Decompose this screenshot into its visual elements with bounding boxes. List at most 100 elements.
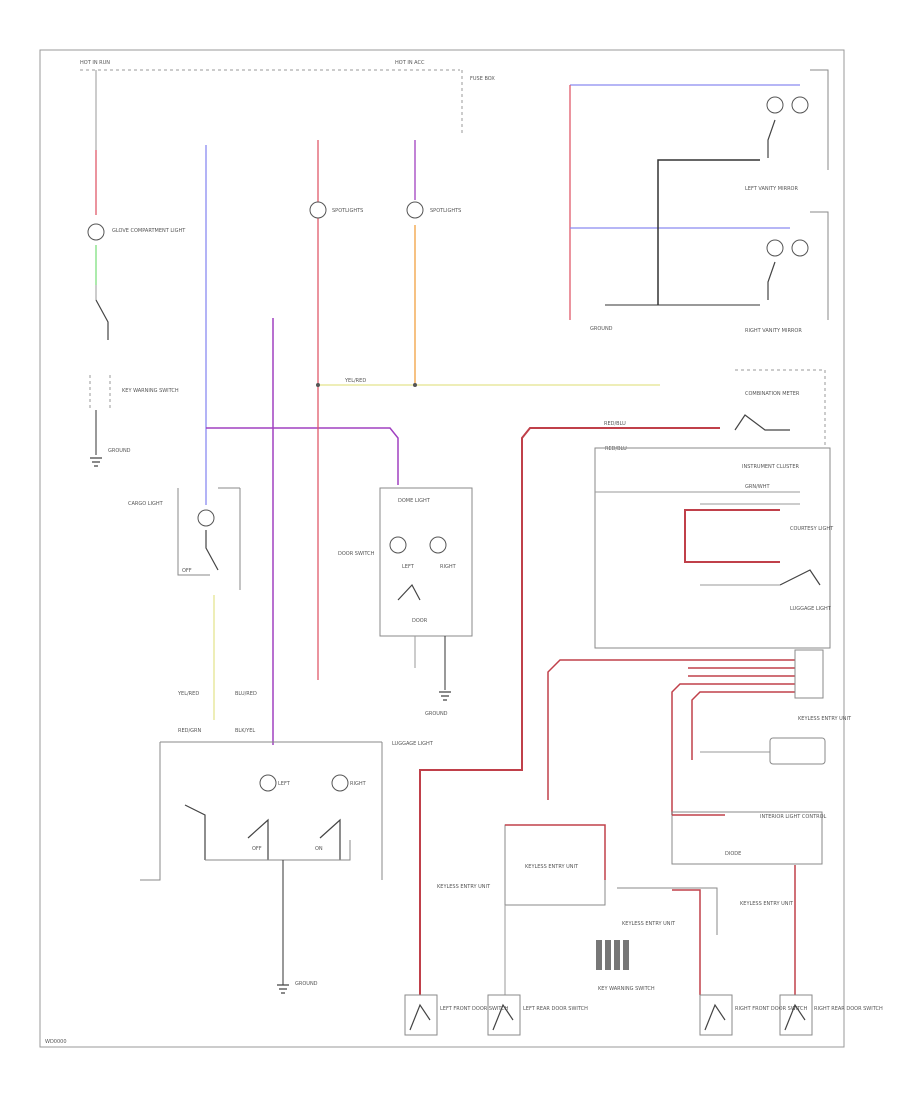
- connector-pin-2: [605, 940, 611, 970]
- ground-icon-2: [439, 691, 451, 701]
- rr-door-switch-icon: [784, 1003, 806, 1031]
- keyless-left-label: KEYLESS ENTRY UNIT: [437, 884, 491, 890]
- wire-darkred-1: [419, 427, 720, 995]
- hot-in-run-label: HOT IN RUN: [80, 60, 110, 66]
- luggage-box-left: [140, 742, 161, 881]
- left-mirror-label: LEFT VANITY MIRROR: [745, 186, 798, 192]
- luggage-switch-1-icon: [184, 804, 206, 860]
- rf-door-label: RIGHT FRONT DOOR SWITCH: [735, 1006, 808, 1012]
- connector-label: KEYLESS ENTRY UNIT: [622, 921, 676, 927]
- wire-black-mirror: [657, 159, 760, 305]
- combination-meter-label: COMBINATION METER: [745, 391, 800, 397]
- mirror-ground-label: GROUND: [590, 326, 613, 332]
- luggage-off-text: OFF: [252, 846, 262, 852]
- diagram-frame: [39, 49, 845, 1048]
- lr-door-switch-icon: [492, 1003, 514, 1031]
- fuse-box-label: FUSE BOX: [470, 76, 495, 82]
- connector-c1: [794, 649, 824, 699]
- cluster-switch-icon: [779, 569, 821, 586]
- dome-right-bulb-icon: [429, 536, 447, 554]
- rr-door-switch-box: [779, 994, 813, 1036]
- blu-red-label: BLU/RED: [235, 691, 257, 697]
- dome-door-text: DOOR: [412, 618, 428, 624]
- luggage-right-text: RIGHT: [350, 781, 367, 787]
- luggage-switch-3-icon: [319, 818, 341, 860]
- cargo-off-label: OFF: [182, 568, 192, 574]
- rf-door-switch-box: [699, 994, 733, 1036]
- blk-yel-label: BLK/YEL: [235, 728, 255, 734]
- keyless-entry-box-label: KEYLESS ENTRY UNIT: [525, 864, 579, 870]
- keyless-unit-box: [769, 737, 826, 765]
- courtesy-light-label: COURTESY LIGHT: [790, 526, 834, 532]
- rf-door-switch-icon: [704, 1003, 726, 1031]
- wire-darkred-3: [547, 659, 795, 800]
- ground-icon-3: [277, 984, 289, 994]
- connector-pin-1: [596, 940, 602, 970]
- dome-left-text: LEFT: [402, 564, 415, 570]
- keyless-right-label: KEYLESS ENTRY UNIT: [740, 901, 794, 907]
- wire-darkred-6: [671, 683, 795, 815]
- wire-purple-2: [206, 427, 399, 485]
- red-blu-label-1: RED/BLU: [604, 421, 626, 427]
- right-mirror-box: [810, 211, 829, 320]
- red-blu-label-2: RED/BLU: [605, 446, 627, 452]
- keyless-entry-label: KEYLESS ENTRY UNIT: [798, 716, 852, 722]
- dome-switch-icon: [397, 583, 421, 601]
- comb-meter-switch-icon: [734, 414, 790, 431]
- spotlight-left-bulb-icon: [309, 201, 327, 219]
- ground-icon-1: [90, 457, 102, 467]
- connector-pin-3: [614, 940, 620, 970]
- footer-code: WD0000: [45, 1039, 67, 1045]
- grn-wht-label: GRN/WHT: [745, 484, 770, 490]
- left-mirror-switch-icon: [767, 119, 776, 158]
- left-mirror-bulb-2-icon: [791, 96, 809, 114]
- luggage-right-bulb-icon: [331, 774, 349, 792]
- door-lock-label: KEY WARNING SWITCH: [598, 986, 655, 992]
- luggage-left-bulb-icon: [259, 774, 277, 792]
- wire-keyless-1: [505, 824, 606, 880]
- cargo-switch-icon: [205, 530, 219, 571]
- cargo-light-label: CARGO LIGHT: [128, 501, 164, 507]
- instrument-cluster-label: INSTRUMENT CLUSTER: [742, 464, 800, 470]
- wire-darkred-7: [691, 691, 795, 760]
- dome-right-text: RIGHT: [440, 564, 457, 570]
- dome-left-bulb-icon: [389, 536, 407, 554]
- diode-label: DIODE: [725, 851, 741, 857]
- wire-darkred-2: [684, 509, 780, 563]
- glove-light-label: GLOVE COMPARTMENT LIGHT: [112, 228, 186, 234]
- connector-bundle-box: [617, 887, 718, 935]
- cargo-box-left: [177, 488, 210, 576]
- junction-1: [316, 383, 320, 387]
- interior-light-control-label: INTERIOR LIGHT CONTROL: [760, 814, 827, 820]
- luggage-light-label: LUGGAGE LIGHT: [790, 606, 832, 612]
- spotlight-right-bulb-icon: [406, 201, 424, 219]
- connector-pin-4: [623, 940, 629, 970]
- door-switch-label: DOOR SWITCH: [338, 551, 375, 557]
- glove-switch-icon: [95, 299, 109, 340]
- lr-door-label: LEFT REAR DOOR SWITCH: [523, 1006, 588, 1012]
- right-mirror-label: RIGHT VANITY MIRROR: [745, 328, 802, 334]
- luggage-on-text: ON: [315, 846, 323, 852]
- right-mirror-switch-icon: [767, 261, 776, 300]
- lr-door-switch-box: [487, 994, 521, 1036]
- yel-red-label: YEL/RED: [344, 378, 366, 384]
- key-warning-label: KEY WARNING SWITCH: [122, 388, 179, 394]
- lf-door-switch-box: [404, 994, 438, 1036]
- right-mirror-bulb-2-icon: [791, 239, 809, 257]
- spotlight-left-label: SPOTLIGHTS: [332, 208, 363, 214]
- glove-light-bulb-icon: [87, 223, 105, 241]
- hot-in-acc-label: HOT IN ACC: [395, 60, 425, 66]
- lf-door-switch-icon: [409, 1003, 431, 1031]
- lf-door-label: LEFT FRONT DOOR SWITCH: [440, 1006, 509, 1012]
- luggage-inner-bottom: [205, 840, 351, 861]
- spotlight-right-label: SPOTLIGHTS: [430, 208, 461, 214]
- ground-label-1: GROUND: [108, 448, 131, 454]
- wire-right-front: [672, 889, 701, 995]
- junction-2: [413, 383, 417, 387]
- left-mirror-box: [810, 69, 829, 170]
- rr-door-label: RIGHT REAR DOOR SWITCH: [814, 1006, 883, 1012]
- right-mirror-bulb-1-icon: [766, 239, 784, 257]
- ground-label-3: GROUND: [295, 981, 318, 987]
